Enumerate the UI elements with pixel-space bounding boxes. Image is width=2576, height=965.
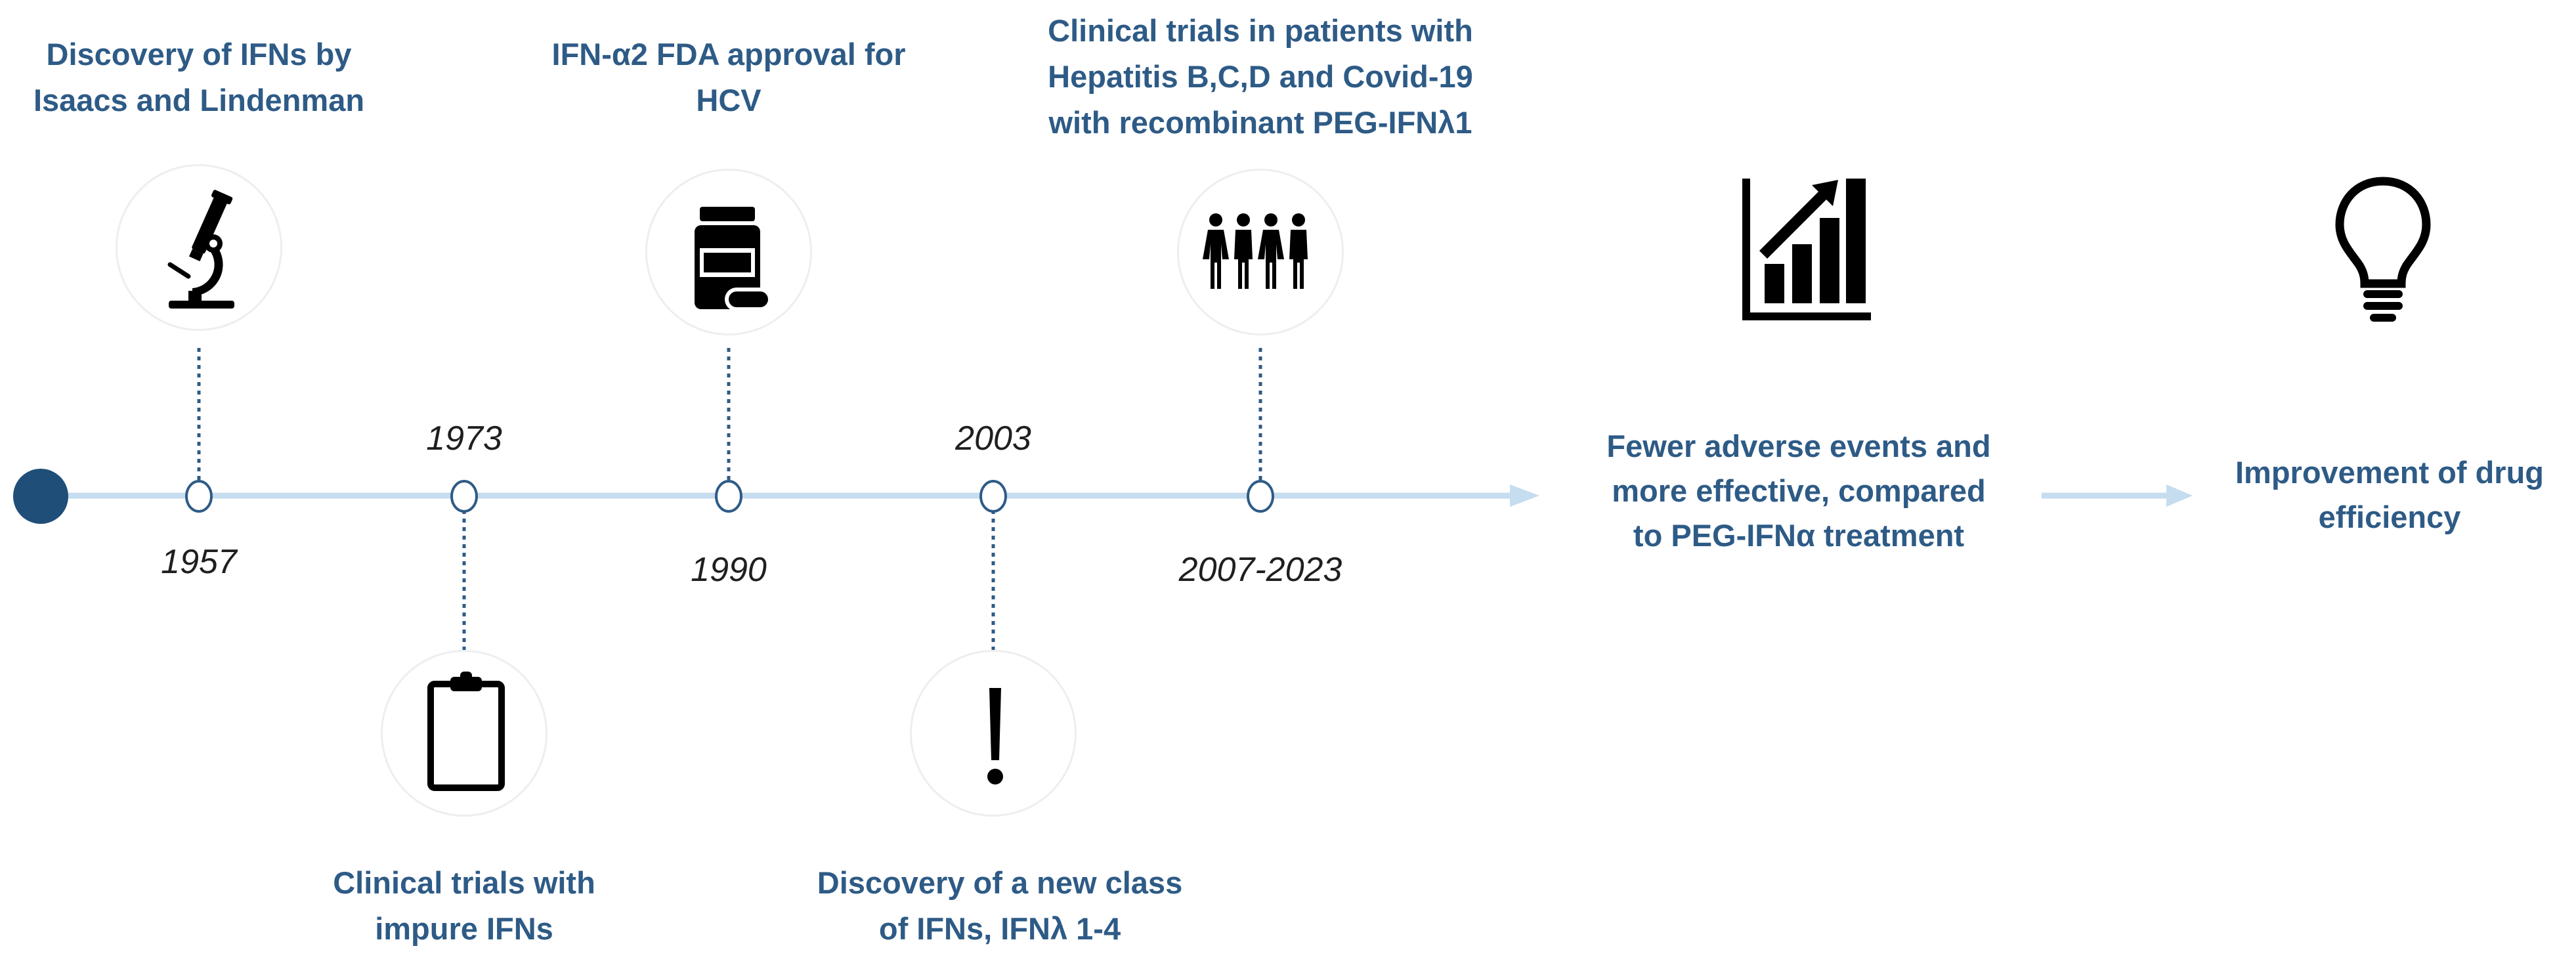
year-2003: 2003 bbox=[955, 419, 1031, 458]
timeline-start-dot bbox=[13, 469, 68, 524]
outcome-text-improvement-of-drug-efficiency: Improvement of drug efficiency bbox=[2219, 450, 2560, 540]
medicine-bottle-icon-circle bbox=[645, 169, 812, 335]
people-group-icon-circle bbox=[1177, 169, 1344, 335]
people-group-icon bbox=[1203, 213, 1308, 289]
exclamation-icon-circle bbox=[910, 650, 1077, 817]
clipboard-icon-circle bbox=[381, 650, 547, 817]
event-title-line: with recombinant PEG-IFNλ1 bbox=[1048, 105, 1472, 140]
growth-chart-icon bbox=[1742, 179, 1871, 320]
lightbulb-icon bbox=[2335, 177, 2431, 322]
year-1990: 1990 bbox=[691, 551, 767, 589]
medicine-bottle-icon bbox=[695, 207, 772, 311]
event-title-line: Isaacs and Lindenman bbox=[33, 83, 365, 118]
microscope-icon-circle bbox=[116, 164, 282, 331]
outcome-line: to PEG-IFNα treatment bbox=[1633, 518, 1965, 553]
event-title-line: Discovery of IFNs by bbox=[46, 37, 352, 72]
event-title-1957: Discovery of IFNs by Isaacs and Lindenma… bbox=[33, 32, 365, 123]
marker-2007-2023 bbox=[1247, 480, 1274, 513]
outcome-line: Improvement of drug bbox=[2235, 455, 2544, 490]
marker-1957 bbox=[185, 480, 213, 513]
event-title-1973: Clinical trials with impure IFNs bbox=[287, 860, 641, 952]
event-title-2007-2023: Clinical trials in patients with Hepatit… bbox=[1027, 8, 1493, 146]
microscope-icon bbox=[167, 190, 234, 309]
outcome-line: efficiency bbox=[2318, 500, 2461, 534]
outcome-text-fewer-adverse-events: Fewer adverse events and more effective,… bbox=[1576, 424, 2022, 558]
year-2007-2023: 2007-2023 bbox=[1178, 551, 1342, 589]
event-title-line: Hepatitis B,C,D and Covid-19 bbox=[1048, 59, 1473, 94]
timeline-arrowhead bbox=[1510, 484, 1539, 507]
outcome-line: more effective, compared bbox=[1612, 473, 1986, 508]
marker-1990 bbox=[715, 480, 742, 513]
event-title-line: Clinical trials in patients with bbox=[1048, 13, 1473, 48]
event-title-1990: IFN-α2 FDA approval for HCV bbox=[519, 32, 939, 123]
clipboard-icon bbox=[427, 672, 505, 791]
year-1973: 1973 bbox=[426, 419, 502, 458]
outcome-line: Fewer adverse events and bbox=[1606, 429, 1991, 463]
outcome-arrowhead bbox=[2166, 484, 2193, 507]
event-title-line: Discovery of a new class bbox=[817, 865, 1183, 900]
marker-2003 bbox=[979, 480, 1007, 513]
event-title-line: IFN-α2 FDA approval for bbox=[551, 37, 906, 72]
year-1957: 1957 bbox=[161, 543, 237, 581]
exclamation-icon bbox=[987, 688, 1003, 784]
marker-1973 bbox=[450, 480, 478, 513]
event-title-line: impure IFNs bbox=[375, 911, 553, 946]
event-title-line: of IFNs, IFNλ 1-4 bbox=[878, 911, 1121, 946]
event-title-line: Clinical trials with bbox=[333, 865, 595, 900]
event-title-line: HCV bbox=[696, 83, 762, 118]
event-title-2003: Discovery of a new class of IFNs, IFNλ 1… bbox=[794, 860, 1205, 952]
